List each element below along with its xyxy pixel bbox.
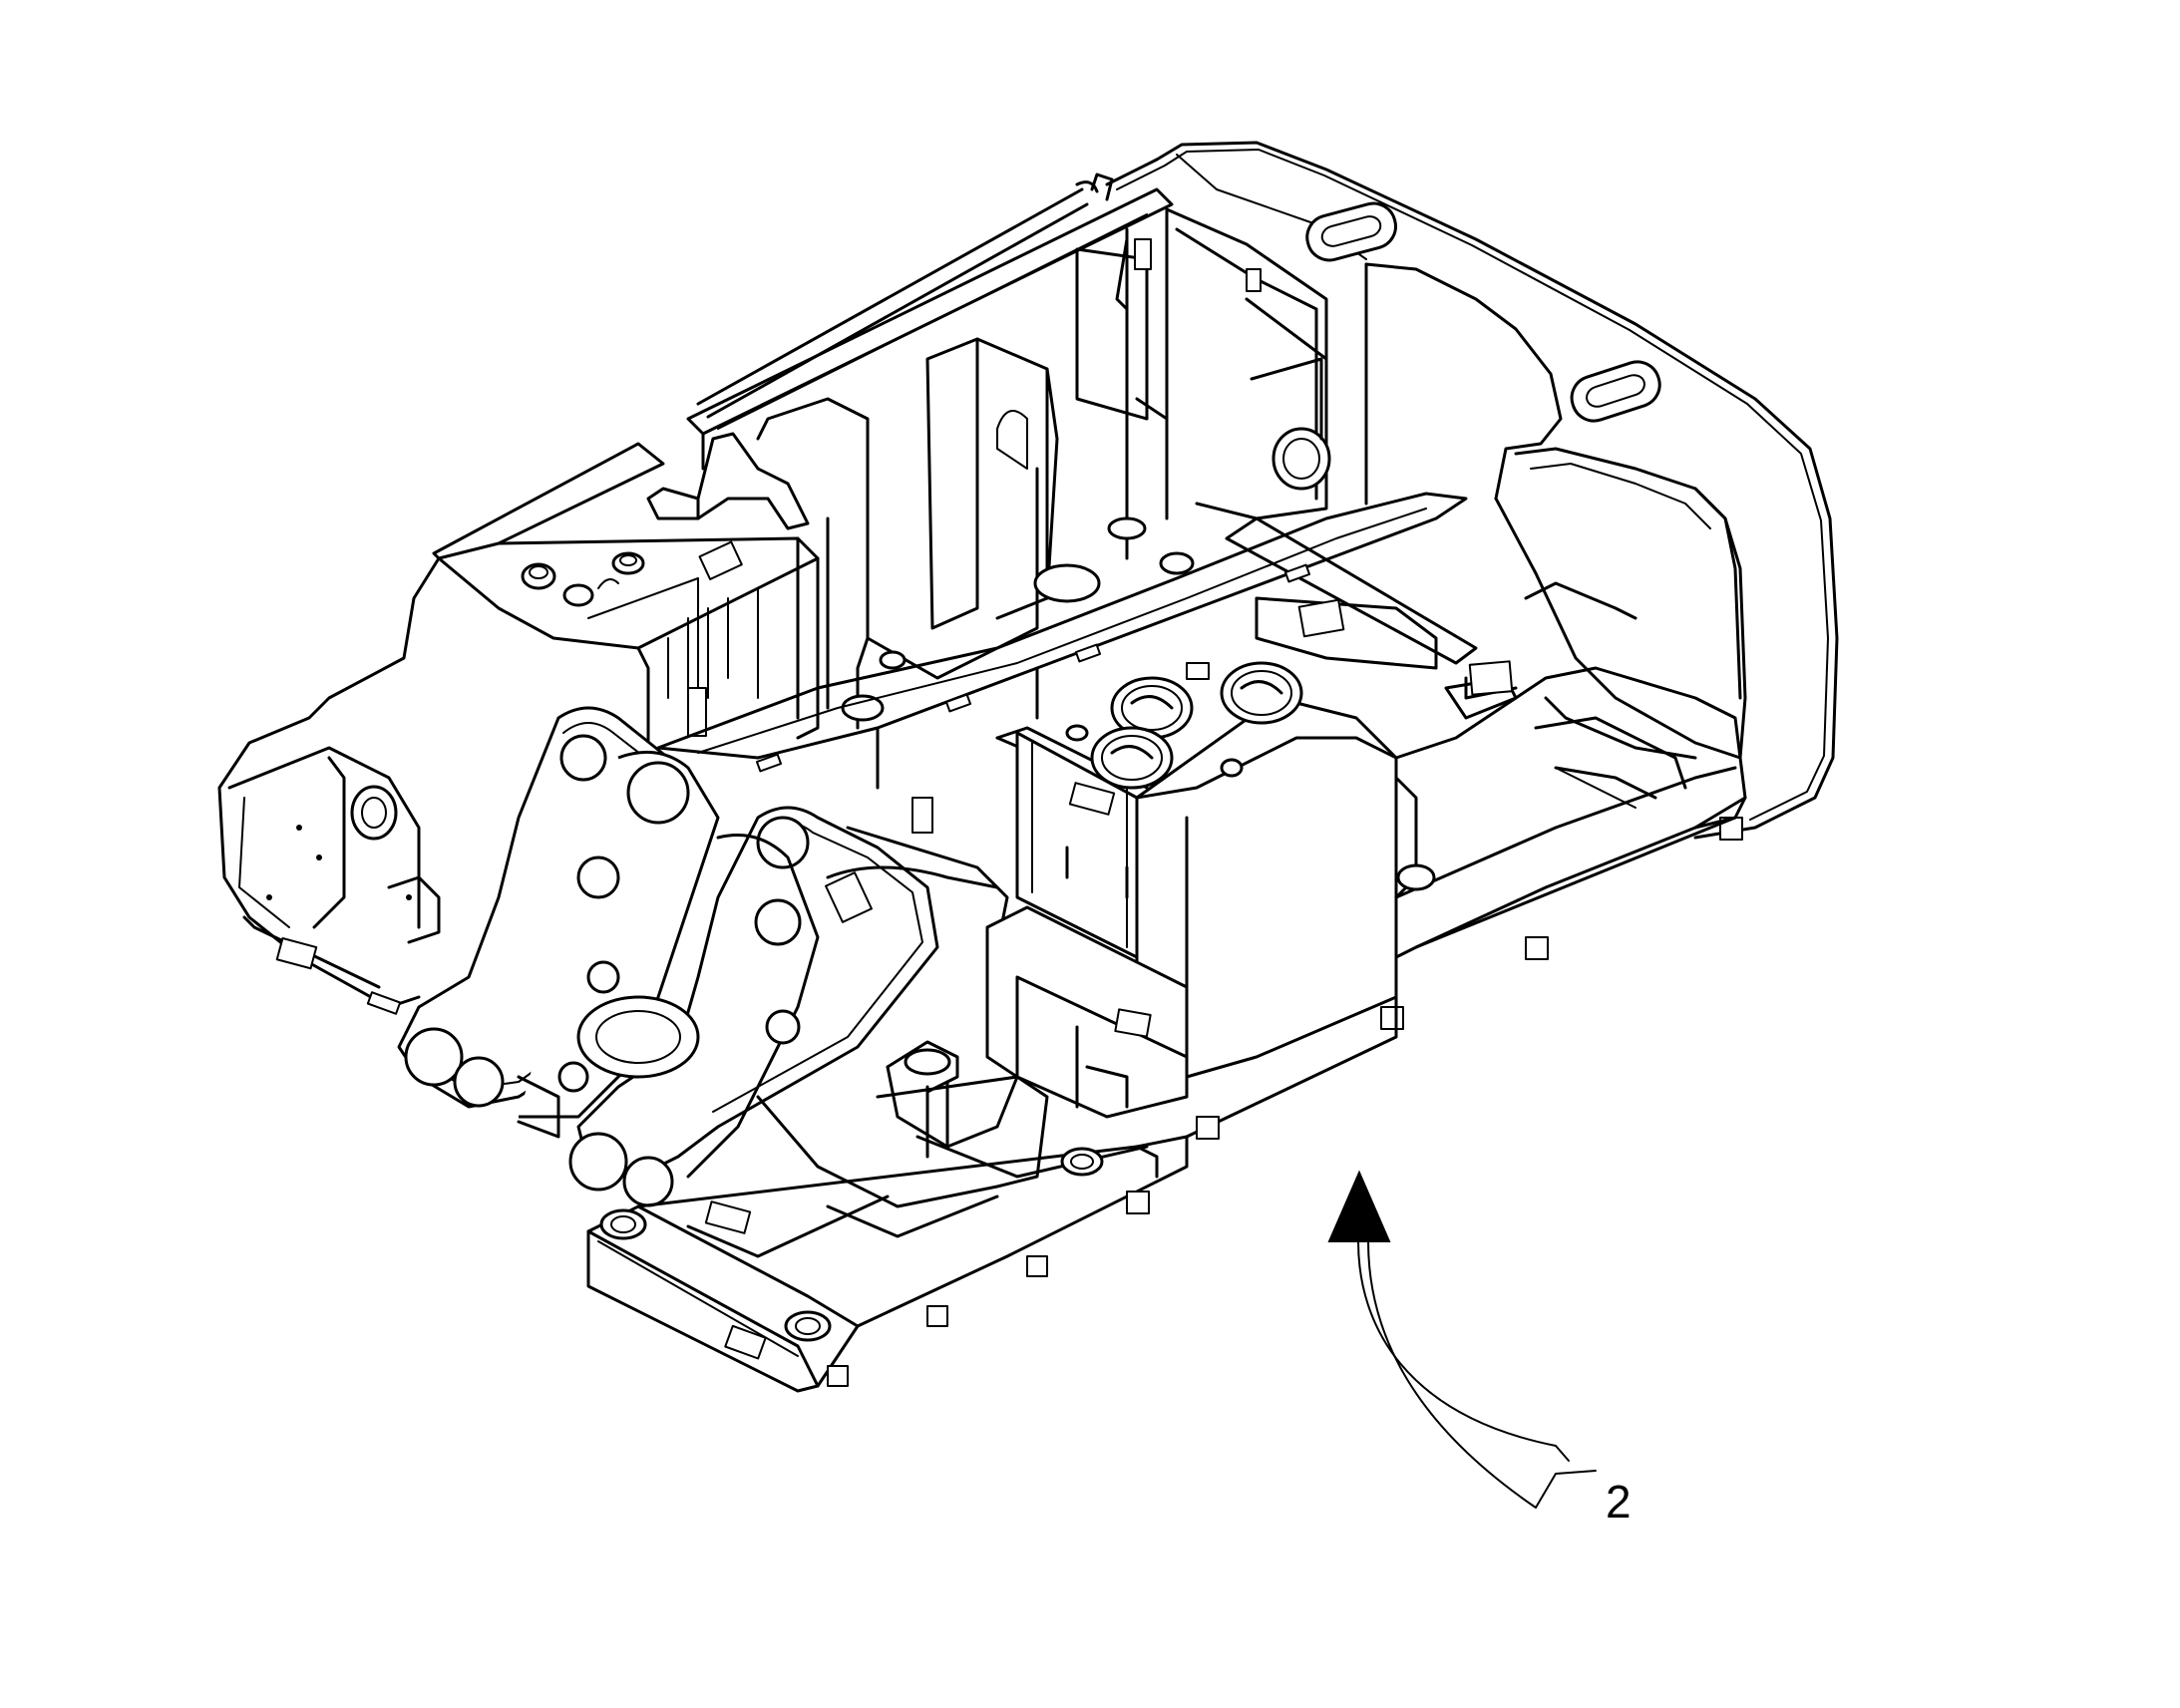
tanks [985, 661, 1398, 1119]
right-deck [1185, 660, 1747, 1139]
view-arrow-tail [1367, 1240, 1597, 1509]
view-arrow-leader [1357, 1240, 1570, 1462]
view-arrow-callout: 2 [1327, 1170, 1632, 1528]
engine-bay [686, 172, 1478, 730]
callout-label-2: 2 [1606, 1476, 1632, 1528]
valve-box [217, 432, 820, 1015]
front-tray [586, 1040, 1220, 1393]
view-arrow-head [1327, 1170, 1391, 1242]
boom-foot-brackets [397, 706, 939, 1207]
central-frame-rail [656, 492, 1468, 949]
counterweight [1105, 141, 1839, 840]
